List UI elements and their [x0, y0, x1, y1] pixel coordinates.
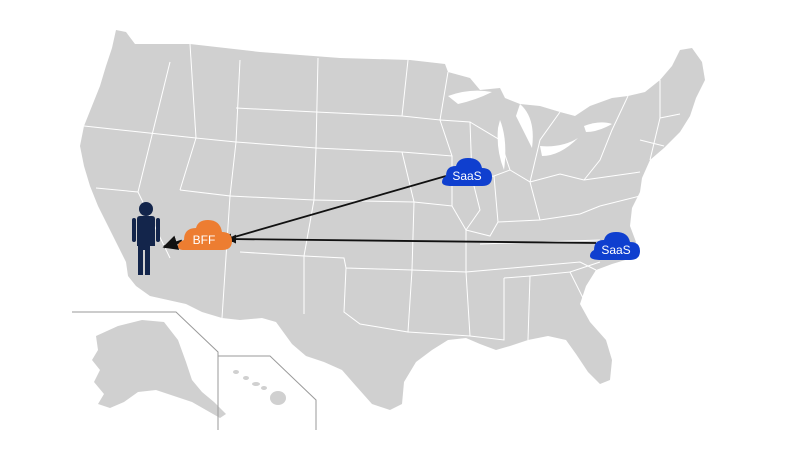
arrow-saas-east-to-bff: [227, 234, 597, 244]
bff-label: BFF: [193, 233, 216, 247]
saas-midwest-node: SaaS: [442, 158, 492, 186]
hawaii-islands: [233, 370, 286, 405]
arrow-saas-midwest-to-bff: [223, 175, 447, 243]
cloud-icon: [590, 232, 640, 260]
saas-east-node: SaaS: [590, 232, 640, 260]
person-icon: [132, 202, 160, 275]
saas-east-label: SaaS: [601, 243, 630, 257]
cloud-icon: [442, 158, 492, 186]
arrow-bff-to-user: [162, 235, 183, 250]
state-borders: [83, 43, 681, 341]
bff-node: BFF: [178, 220, 232, 250]
inset-separator-lines: [72, 311, 317, 430]
great-lakes: [448, 90, 612, 170]
alaska-landmass: [92, 320, 226, 418]
contiguous-us-landmass: [80, 30, 705, 410]
saas-midwest-label: SaaS: [452, 169, 481, 183]
cloud-icon: [178, 220, 232, 250]
